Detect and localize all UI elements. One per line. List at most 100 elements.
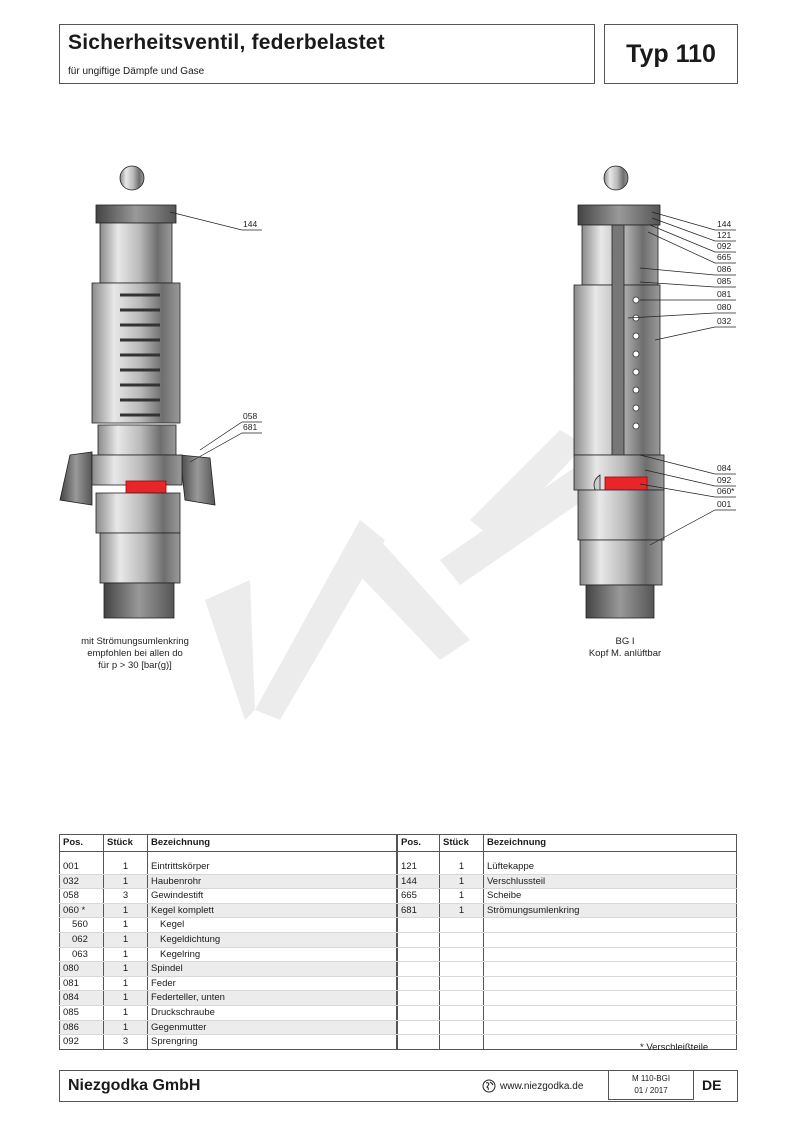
- left-drawing-caption: mit Strömungsumlenkring empfohlen bei al…: [45, 636, 225, 672]
- cell-desc: Kegel: [147, 917, 397, 933]
- document-code-box: M 110-BGI 01 / 2017: [608, 1070, 694, 1100]
- website-url: www.niezgodka.de: [500, 1080, 584, 1092]
- cell-desc: Gegenmutter: [147, 1020, 397, 1036]
- globe-icon: [482, 1079, 496, 1093]
- col-header-pos: Pos.: [397, 834, 440, 852]
- callout-left-058: 058: [243, 411, 257, 421]
- caption-line: BG I: [615, 636, 635, 647]
- cell-pos: 560: [59, 917, 104, 933]
- document-code: M 110-BGI: [631, 1074, 671, 1083]
- title-box: Sicherheitsventil, federbelastet für ung…: [59, 24, 595, 84]
- table-row: [397, 961, 737, 977]
- cell-qty: 1: [103, 961, 148, 977]
- document-date: 01 / 2017: [634, 1086, 668, 1095]
- website-link[interactable]: www.niezgodka.de: [482, 1079, 583, 1093]
- cell-qty: 1: [103, 990, 148, 1006]
- cell-qty: [439, 961, 484, 977]
- callout-left-681: 681: [243, 422, 257, 432]
- cell-desc: [483, 1005, 737, 1021]
- cell-pos: 081: [59, 976, 104, 992]
- cell-desc: Verschlussteil: [483, 874, 737, 890]
- cell-qty: 1: [103, 1020, 148, 1036]
- cell-pos: 062: [59, 932, 104, 948]
- cell-qty: 1: [103, 932, 148, 948]
- cell-pos: [397, 1005, 440, 1021]
- caption-line: Kopf M. anlüftbar: [588, 648, 662, 659]
- cell-desc: [483, 917, 737, 933]
- footnote: * Verschleißteile: [640, 1042, 709, 1053]
- cell-qty: 3: [103, 1034, 148, 1050]
- cell-qty: 1: [439, 874, 484, 890]
- table-row: [397, 932, 737, 948]
- callout-right-092b: 092: [717, 475, 731, 485]
- caption-line: mit Strömungsumlenkring: [81, 636, 189, 647]
- col-header-desc: Bezeichnung: [147, 834, 397, 852]
- cell-desc: Spindel: [147, 961, 397, 977]
- table-row: [397, 917, 737, 933]
- cell-qty: 1: [103, 917, 148, 933]
- cell-qty: 1: [103, 976, 148, 992]
- cell-desc: [483, 1020, 737, 1036]
- cell-pos: 080: [59, 961, 104, 977]
- col-header-qty: Stück: [103, 834, 148, 852]
- table-header-row: Pos. Stück Bezeichnung: [59, 834, 397, 852]
- cell-qty: [439, 1005, 484, 1021]
- cell-qty: [439, 1020, 484, 1036]
- cell-desc: [483, 976, 737, 992]
- cell-pos: [397, 1020, 440, 1036]
- cell-desc: [483, 932, 737, 948]
- cell-pos: 681: [397, 903, 440, 919]
- cell-desc: Kegelring: [147, 947, 397, 963]
- callout-right-060: 060*: [717, 486, 735, 496]
- cell-pos: [397, 947, 440, 963]
- footer: Niezgodka GmbH www.niezgodka.de M 110-BG…: [59, 1070, 738, 1102]
- table-row: [397, 976, 737, 992]
- table-row: [397, 1020, 737, 1036]
- table-row: [397, 990, 737, 1006]
- right-valve-drawing: [573, 165, 665, 619]
- col-header-desc: Bezeichnung: [483, 834, 737, 852]
- cell-desc: [483, 947, 737, 963]
- callout-right-144: 144: [717, 219, 731, 229]
- cell-pos: 001: [59, 860, 104, 875]
- cell-pos: 144: [397, 874, 440, 890]
- cell-qty: [439, 976, 484, 992]
- document-title: Sicherheitsventil, federbelastet: [68, 31, 385, 54]
- cell-qty: 1: [103, 1005, 148, 1021]
- cell-pos: 665: [397, 888, 440, 904]
- cell-pos: 058: [59, 888, 104, 904]
- cell-desc: [483, 990, 737, 1006]
- company-name: Niezgodka GmbH: [68, 1077, 201, 1094]
- caption-line: empfohlen bei allen do: [87, 648, 183, 659]
- cell-pos: 060 *: [59, 903, 104, 919]
- cell-desc: Kegeldichtung: [147, 932, 397, 948]
- cell-desc: [483, 961, 737, 977]
- callout-left-144: 144: [243, 219, 257, 229]
- cell-qty: 1: [103, 947, 148, 963]
- table-spacer-row: [59, 851, 397, 860]
- cell-desc: Haubenrohr: [147, 874, 397, 890]
- callout-right-086: 086: [717, 264, 731, 274]
- callout-right-081: 081: [717, 289, 731, 299]
- cell-pos: 063: [59, 947, 104, 963]
- callout-right-032: 032: [717, 316, 731, 326]
- cell-qty: 1: [439, 903, 484, 919]
- cell-pos: [397, 990, 440, 1006]
- callout-right-121: 121: [717, 230, 731, 240]
- cell-pos: 092: [59, 1034, 104, 1050]
- callout-right-001: 001: [717, 499, 731, 509]
- cell-qty: [439, 932, 484, 948]
- cell-qty: 1: [103, 874, 148, 890]
